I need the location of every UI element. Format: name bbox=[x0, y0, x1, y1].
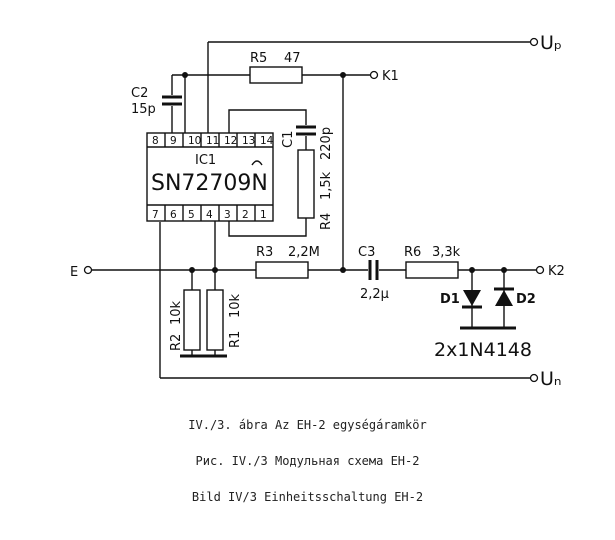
k1-label: K1 bbox=[382, 69, 399, 84]
pin-top-6: 14 bbox=[260, 135, 274, 147]
ic1-part: SN72709N bbox=[151, 171, 268, 196]
r4-value: 1,5k bbox=[319, 171, 334, 200]
d1-diode bbox=[462, 290, 482, 309]
pin-top-3: 11 bbox=[206, 135, 219, 147]
pin-bottom-1: 6 bbox=[170, 209, 177, 221]
r5-value: 47 bbox=[284, 51, 301, 66]
r4-resistor bbox=[297, 149, 315, 219]
r2-value: 10k bbox=[169, 300, 184, 325]
d2-label: D2 bbox=[516, 292, 536, 307]
diodes-label: 2x1N4148 bbox=[434, 339, 532, 361]
pin-bottom-3: 4 bbox=[206, 209, 213, 221]
pin-top-2: 10 bbox=[188, 135, 201, 147]
pin-bottom-4: 3 bbox=[224, 209, 231, 221]
c1-value: 220p bbox=[319, 127, 334, 160]
r2-resistor bbox=[183, 289, 201, 351]
caption-russian: Рис. IV./3 Модульная схема EH-2 bbox=[195, 454, 420, 468]
up-label: Uₚ bbox=[540, 32, 562, 54]
e-terminal bbox=[83, 265, 93, 275]
r1-label: R1 bbox=[228, 331, 243, 348]
r1-resistor bbox=[206, 289, 224, 351]
r6-label: R6 bbox=[404, 245, 421, 260]
r4-label: R4 bbox=[319, 213, 334, 230]
pin-top-1: 9 bbox=[170, 135, 177, 147]
c1-label: C1 bbox=[281, 131, 296, 148]
k2-label: K2 bbox=[548, 264, 565, 279]
c2-value: 15p bbox=[131, 102, 156, 117]
k2-terminal bbox=[535, 265, 545, 275]
pin-bottom-0: 7 bbox=[152, 209, 159, 221]
r6-value: 3,3k bbox=[432, 245, 461, 260]
pin-bottom-2: 5 bbox=[188, 209, 195, 221]
pin-top-4: 12 bbox=[224, 135, 237, 147]
up-terminal bbox=[529, 37, 539, 47]
c3-label: C3 bbox=[358, 245, 375, 260]
r1-value: 10k bbox=[228, 293, 243, 318]
r3-resistor bbox=[255, 261, 309, 279]
un-terminal bbox=[529, 373, 539, 383]
r5-resistor bbox=[249, 66, 303, 84]
pin-bottom-5: 2 bbox=[242, 209, 249, 221]
d1-label: D1 bbox=[440, 292, 460, 307]
c3-value: 2,2µ bbox=[360, 287, 389, 302]
caption-german: Bild IV/3 Einheitsschaltung EH-2 bbox=[191, 490, 424, 504]
k1-terminal bbox=[369, 70, 379, 80]
r5-label: R5 bbox=[250, 51, 267, 66]
ic1-ref: IC1 bbox=[195, 153, 216, 168]
r3-value: 2,2M bbox=[288, 245, 320, 260]
r6-resistor bbox=[405, 261, 459, 279]
c2-label: C2 bbox=[131, 86, 148, 101]
pin-top-5: 13 bbox=[242, 135, 255, 147]
pin-bottom-6: 1 bbox=[260, 209, 267, 221]
pin-top-0: 8 bbox=[152, 135, 159, 147]
caption-hungarian: IV./3. ábra Az EH-2 egységáramkör bbox=[188, 418, 427, 432]
un-label: Uₙ bbox=[540, 368, 561, 390]
d2-diode bbox=[494, 287, 514, 306]
r3-label: R3 bbox=[256, 245, 273, 260]
e-label: E bbox=[70, 265, 78, 280]
r2-label: R2 bbox=[169, 334, 184, 351]
